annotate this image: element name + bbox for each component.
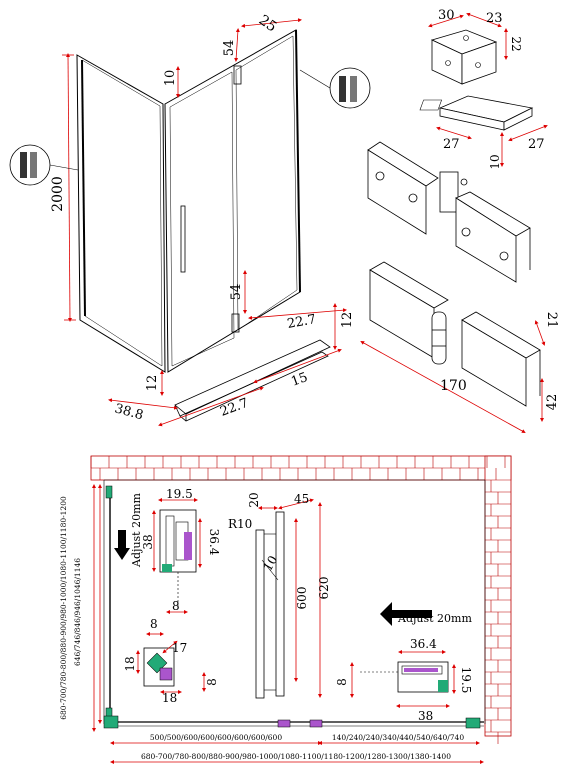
enclosure-3d: 2000 25 54 10 54 22.7 12 15 12 38.8 22.7 — [9, 12, 371, 427]
brick-pattern — [90, 456, 511, 744]
dim-15: 15 — [289, 370, 310, 390]
dim-22: 22 — [509, 36, 523, 51]
dim-54-top: 54 — [222, 40, 237, 57]
dim-27-a: 27 — [443, 137, 460, 152]
upper-hinge — [233, 65, 242, 85]
dim-8-corner-b: 8 — [205, 678, 219, 686]
left-inner-range: 646/746/846/946/1046/1146 — [73, 558, 82, 666]
profile-right-detail: Adjust 20mm 36.4 8 19.5 38 — [335, 602, 473, 723]
front-door-panels — [164, 29, 301, 373]
handle-r10: R10 — [228, 517, 252, 531]
dim-27-b: 27 — [528, 137, 545, 152]
dim-10-top: 10 — [163, 70, 178, 87]
profile-left-detail: Adjust 20mm 19.5 38 36.4 8 — [114, 487, 221, 614]
glass-hinge-exploded — [367, 141, 531, 283]
dim-2000: 2000 — [50, 176, 66, 212]
dim-12-left: 12 — [145, 375, 160, 392]
dim-18-corner-a: 18 — [123, 656, 137, 671]
dim-17-corner: 17 — [172, 641, 187, 655]
handle-20: 20 — [247, 492, 261, 507]
lower-hinge — [231, 313, 240, 333]
bottom-range-c: 680-700/780-800/880-900/980-1000/1080-11… — [141, 752, 451, 761]
handle-detail: R10 20 45 10 600 620 — [228, 492, 331, 699]
adjust-left-label: Adjust 20mm — [130, 492, 143, 567]
dim-42: 42 — [545, 394, 560, 411]
handle-10: 10 — [260, 553, 280, 573]
corner-detail: 8 18 17 18 8 — [123, 617, 219, 705]
dim-8-corner: 8 — [150, 617, 158, 631]
handle-620: 620 — [317, 577, 331, 600]
dim-10-plate: 10 — [488, 154, 502, 169]
handle-45: 45 — [294, 492, 309, 506]
dim-54-side: 54 — [229, 284, 244, 301]
dim-8-right: 8 — [335, 678, 349, 686]
dim-38-right: 38 — [418, 709, 433, 723]
adjust-right-label: Adjust 20mm — [397, 612, 472, 625]
bracket-block: 30 23 22 — [428, 8, 523, 85]
dim-12-right: 12 — [340, 312, 355, 329]
dim-23: 23 — [486, 11, 503, 26]
bottom-range-a: 500/500/600/600/600/600/600/600 — [150, 733, 282, 742]
sliding-track — [103, 715, 484, 729]
bottom-range-b: 140/240/240/340/440/540/640/740 — [332, 733, 464, 742]
dim-38-left: 38 — [141, 534, 155, 549]
dim-18-corner-b: 18 — [162, 691, 177, 705]
dim-8-left: 8 — [172, 599, 180, 613]
bracket-plate: 27 27 10 — [419, 95, 548, 170]
dim-36-4-left: 36.4 — [207, 529, 221, 556]
handle-600: 600 — [295, 587, 309, 610]
dim-22-7-a: 22.7 — [286, 312, 317, 332]
dim-19-5-right: 19.5 — [459, 667, 473, 694]
fixed-side-panel — [76, 54, 166, 373]
dim-170: 170 — [440, 378, 467, 394]
dim-21: 21 — [544, 312, 559, 329]
dim-36-4-right: 36.4 — [410, 637, 437, 651]
dim-19-5-left: 19.5 — [166, 487, 193, 501]
left-outer-range: 680-700/780-800/880-900/980-1000/1080-11… — [59, 496, 68, 720]
dim-30: 30 — [438, 8, 455, 23]
dim-22-7-b: 22.7 — [218, 396, 250, 420]
door-handle — [180, 205, 186, 273]
dim-25: 25 — [256, 12, 280, 35]
plan-view: 680-700/780-800/880-900/980-1000/1080-11… — [59, 455, 512, 764]
dim-38-8: 38.8 — [113, 401, 145, 423]
